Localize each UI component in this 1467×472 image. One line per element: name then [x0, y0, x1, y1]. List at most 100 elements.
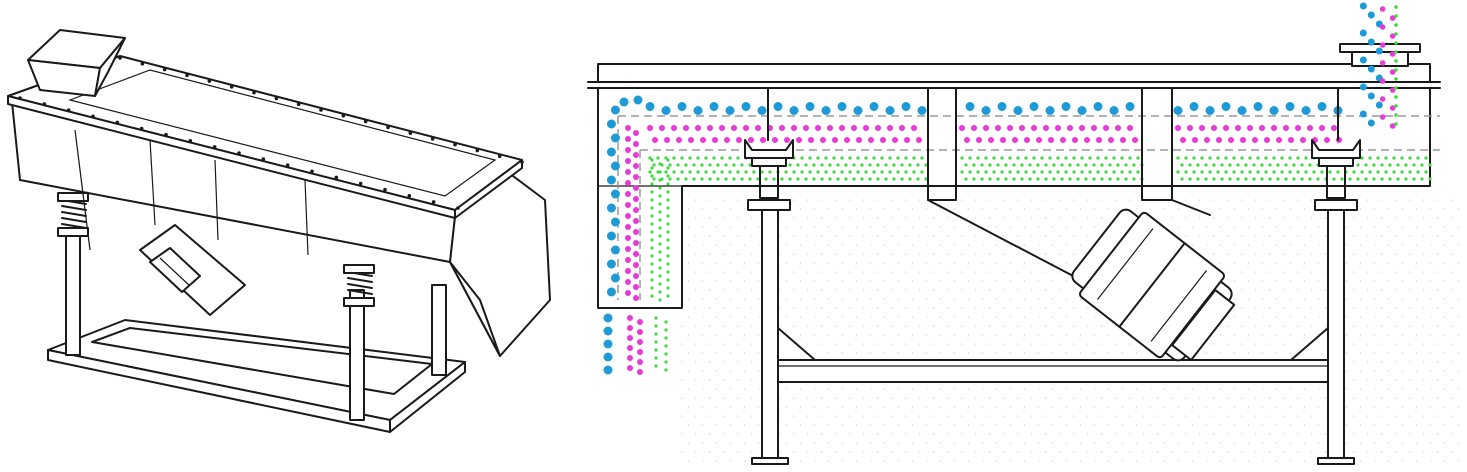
hatch-dot — [1114, 325, 1117, 327]
hatch-dot — [1051, 298, 1054, 300]
hatch-dot — [736, 271, 739, 273]
hatch-dot — [1373, 370, 1376, 372]
hatch-dot — [834, 325, 837, 327]
medium-particle — [647, 125, 653, 131]
hatch-dot — [813, 424, 816, 426]
hatch-dot — [946, 325, 949, 327]
hatch-dot — [1121, 388, 1124, 390]
hatch-dot — [925, 280, 928, 282]
hatch-dot — [1422, 451, 1425, 453]
hatch-dot — [813, 388, 816, 390]
hatch-dot — [939, 226, 942, 228]
medium-particle — [1012, 137, 1018, 143]
hatch-dot — [736, 253, 739, 255]
hatch-dot — [1345, 406, 1348, 408]
hatch-dot — [778, 289, 781, 291]
hatch-dot — [1247, 442, 1250, 444]
hatch-dot — [925, 406, 928, 408]
hatch-dot — [806, 433, 809, 435]
fine-particle — [1192, 170, 1196, 174]
hatch-dot — [1303, 316, 1306, 318]
hatch-dot — [953, 208, 956, 210]
hatch-dot — [841, 208, 844, 210]
medium-particle — [1036, 137, 1042, 143]
hatch-dot — [1254, 307, 1257, 309]
hatch-dot — [694, 433, 697, 435]
fine-particle — [1020, 177, 1024, 181]
fine-particle — [1404, 177, 1408, 181]
fine-particle — [992, 156, 996, 160]
hatch-dot — [736, 235, 739, 237]
hatch-dot — [806, 415, 809, 417]
hatch-dot — [1303, 442, 1306, 444]
fine-particle — [672, 156, 676, 160]
hatch-dot — [1051, 442, 1054, 444]
hatch-dot — [778, 271, 781, 273]
medium-particle — [1264, 137, 1270, 143]
hatch-dot — [897, 334, 900, 336]
hatch-dot — [1261, 352, 1264, 354]
hatch-dot — [729, 298, 732, 300]
fine-particle — [1264, 170, 1268, 174]
fine-particle — [964, 177, 968, 181]
hatch-dot — [1240, 253, 1243, 255]
hatch-dot — [1065, 442, 1068, 444]
hatch-dot — [897, 208, 900, 210]
hatch-dot — [953, 334, 956, 336]
hatch-dot — [855, 316, 858, 318]
hatch-dot — [939, 244, 942, 246]
hatch-dot — [1268, 235, 1271, 237]
hatch-dot — [862, 235, 865, 237]
hatch-dot — [841, 262, 844, 264]
coarse-particle — [1109, 106, 1119, 115]
fine-particle — [1384, 156, 1388, 160]
hatch-dot — [918, 217, 921, 219]
hatch-dot — [848, 217, 851, 219]
hatch-dot — [1233, 406, 1236, 408]
hatch-dot — [1289, 334, 1292, 336]
hatch-dot — [939, 460, 942, 462]
hatch-dot — [694, 235, 697, 237]
hatch-dot — [1394, 397, 1397, 399]
hatch-dot — [1457, 334, 1460, 336]
hatch-dot — [1156, 415, 1159, 417]
fine-particle — [1080, 156, 1084, 160]
hatch-dot — [841, 442, 844, 444]
hatch-dot — [1415, 442, 1418, 444]
hatch-dot — [1058, 235, 1061, 237]
hatch-dot — [1380, 235, 1383, 237]
hatch-dot — [932, 343, 935, 345]
hatch-dot — [1450, 379, 1453, 381]
hatch-dot — [1443, 460, 1446, 462]
hatch-dot — [855, 424, 858, 426]
hatch-dot — [1275, 262, 1278, 264]
hatch-dot — [736, 343, 739, 345]
fine-particle — [840, 170, 844, 174]
hatch-dot — [1429, 262, 1432, 264]
hatch-dot — [1282, 307, 1285, 309]
fine-particle — [1256, 170, 1260, 174]
hatch-dot — [1275, 298, 1278, 300]
hatch-dot — [1058, 271, 1061, 273]
hatch-dot — [680, 361, 683, 363]
hatch-dot — [1443, 370, 1446, 372]
hatch-dot — [1058, 289, 1061, 291]
hatch-dot — [995, 460, 998, 462]
hatch-dot — [995, 244, 998, 246]
medium-particle — [803, 125, 809, 131]
medium-particle — [688, 137, 694, 143]
hatch-dot — [1436, 433, 1439, 435]
hatch-dot — [1317, 262, 1320, 264]
fine-particle — [700, 163, 704, 167]
fine-particle — [1212, 163, 1216, 167]
rim-bolt — [274, 96, 279, 101]
hatch-dot — [694, 397, 697, 399]
hatch-dot — [862, 253, 865, 255]
hatch-dot — [1394, 361, 1397, 363]
hatch-dot — [1100, 325, 1103, 327]
fine-particle — [1004, 163, 1008, 167]
fine-particle — [820, 163, 824, 167]
hatch-dot — [1394, 235, 1397, 237]
hatch-dot — [1009, 424, 1012, 426]
hatch-dot — [1324, 271, 1327, 273]
